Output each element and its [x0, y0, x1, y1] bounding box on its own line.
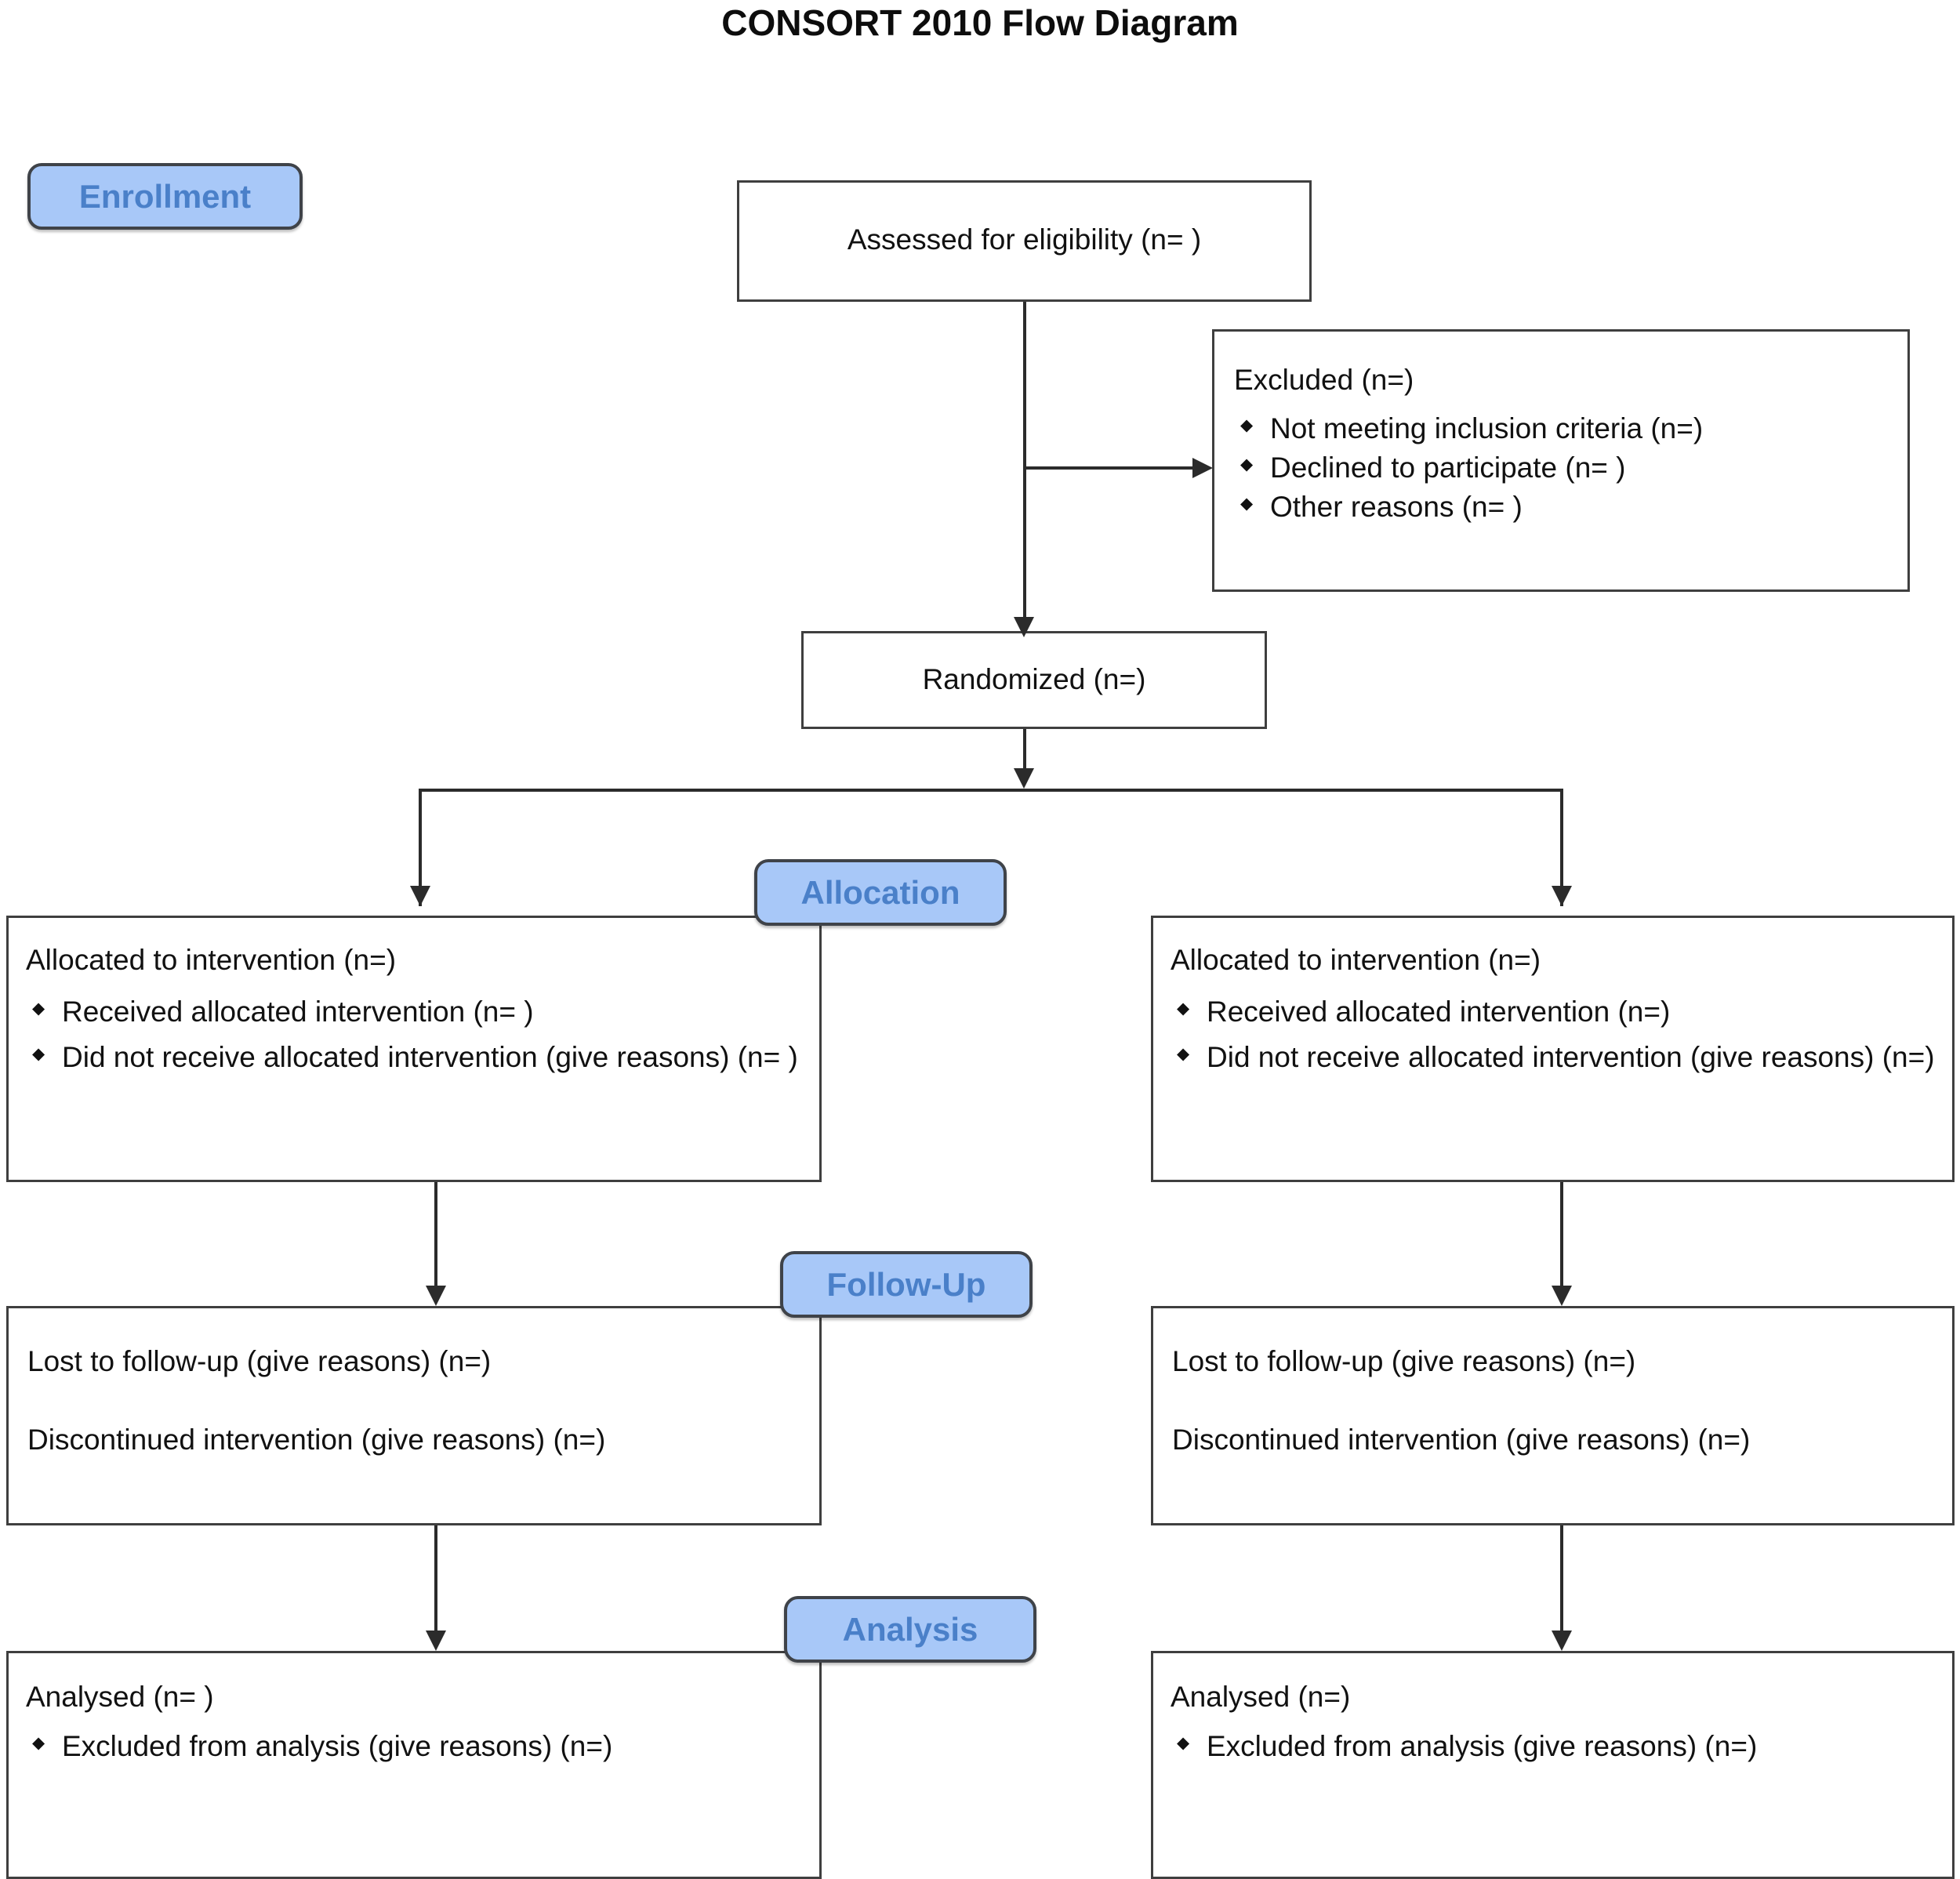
arrow-into-followup-right — [1552, 1286, 1572, 1306]
arrow-into-randomized — [1014, 617, 1034, 637]
list-item: Did not receive allocated intervention (… — [26, 1039, 798, 1076]
allocation-branch-left — [419, 789, 422, 906]
allocated-left-bullet-list: Received allocated intervention (n= ) Di… — [26, 993, 798, 1084]
arrow-into-analysis-left — [426, 1631, 446, 1651]
list-item: Excluded from analysis (give reasons) (n… — [1171, 1728, 1939, 1765]
excluded-bullet-list: Not meeting inclusion criteria (n=) Decl… — [1234, 410, 1893, 528]
connector-randomized-down — [1023, 729, 1026, 784]
stage-badge-allocation: Allocation — [754, 859, 1007, 926]
list-item: Other reasons (n= ) — [1234, 488, 1893, 526]
stage-badge-followup: Follow-Up — [780, 1251, 1033, 1318]
list-item: Received allocated intervention (n=) — [1171, 993, 1939, 1031]
connector-alloc-to-followup-right — [1560, 1182, 1563, 1300]
allocated-right-bullet-list: Received allocated intervention (n=) Did… — [1171, 993, 1939, 1084]
followup-right-line1: Lost to follow-up (give reasons) (n=) — [1172, 1345, 1636, 1377]
allocated-left-heading: Allocated to intervention (n=) — [26, 944, 397, 976]
list-item: Did not receive allocated intervention (… — [1171, 1039, 1939, 1076]
stage-badge-followup-label: Follow-Up — [826, 1265, 986, 1303]
followup-right-box: Lost to follow-up (give reasons) (n=) Di… — [1151, 1306, 1955, 1525]
analysed-left-box: Analysed (n= ) Excluded from analysis (g… — [6, 1651, 822, 1879]
assessed-for-eligibility-box: Assessed for eligibility (n= ) — [737, 180, 1312, 302]
stage-badge-analysis-label: Analysis — [842, 1610, 978, 1648]
list-item: Received allocated intervention (n= ) — [26, 993, 798, 1031]
arrow-into-analysis-right — [1552, 1631, 1572, 1651]
excluded-box: Excluded (n=) Not meeting inclusion crit… — [1212, 329, 1910, 592]
list-item: Excluded from analysis (give reasons) (n… — [26, 1728, 798, 1765]
arrow-into-allocated-left — [410, 886, 430, 906]
analysed-right-bullet-list: Excluded from analysis (give reasons) (n… — [1171, 1728, 1939, 1767]
analysed-right-heading: Analysed (n=) — [1171, 1681, 1351, 1713]
connector-alloc-to-followup-left — [434, 1182, 437, 1300]
followup-left-box: Lost to follow-up (give reasons) (n=) Di… — [6, 1306, 822, 1525]
analysed-right-box: Analysed (n=) Excluded from analysis (gi… — [1151, 1651, 1955, 1879]
connector-followup-to-analysis-left — [434, 1525, 437, 1645]
list-item: Not meeting inclusion criteria (n=) — [1234, 410, 1893, 448]
followup-right-line2: Discontinued intervention (give reasons)… — [1172, 1424, 1751, 1456]
arrow-into-excluded — [1192, 458, 1213, 478]
connector-assessed-to-randomized — [1023, 302, 1026, 629]
allocated-right-heading: Allocated to intervention (n=) — [1171, 944, 1541, 976]
allocation-split-bar — [419, 789, 1563, 792]
randomized-box: Randomized (n=) — [801, 631, 1267, 729]
followup-left-line2: Discontinued intervention (give reasons)… — [27, 1424, 606, 1456]
analysed-left-heading: Analysed (n= ) — [26, 1681, 214, 1713]
page-title: CONSORT 2010 Flow Diagram — [721, 2, 1239, 43]
assessed-for-eligibility-text: Assessed for eligibility (n= ) — [847, 223, 1202, 256]
stage-badge-enrollment: Enrollment — [27, 163, 303, 230]
randomized-text: Randomized (n=) — [922, 663, 1146, 695]
stage-badge-allocation-label: Allocation — [800, 873, 960, 911]
allocated-left-box: Allocated to intervention (n=) Received … — [6, 916, 822, 1182]
stage-badge-enrollment-label: Enrollment — [78, 177, 252, 215]
allocation-branch-right — [1560, 789, 1563, 906]
arrow-into-allocated-right — [1552, 886, 1572, 906]
arrow-randomized-split — [1014, 768, 1034, 789]
connector-followup-to-analysis-right — [1560, 1525, 1563, 1645]
stage-badge-analysis: Analysis — [784, 1596, 1036, 1663]
followup-left-line1: Lost to follow-up (give reasons) (n=) — [27, 1345, 492, 1377]
analysed-left-bullet-list: Excluded from analysis (give reasons) (n… — [26, 1728, 798, 1767]
connector-to-excluded — [1023, 466, 1197, 470]
list-item: Declined to participate (n= ) — [1234, 449, 1893, 487]
arrow-into-followup-left — [426, 1286, 446, 1306]
excluded-heading: Excluded (n=) — [1234, 364, 1414, 396]
allocated-right-box: Allocated to intervention (n=) Received … — [1151, 916, 1955, 1182]
